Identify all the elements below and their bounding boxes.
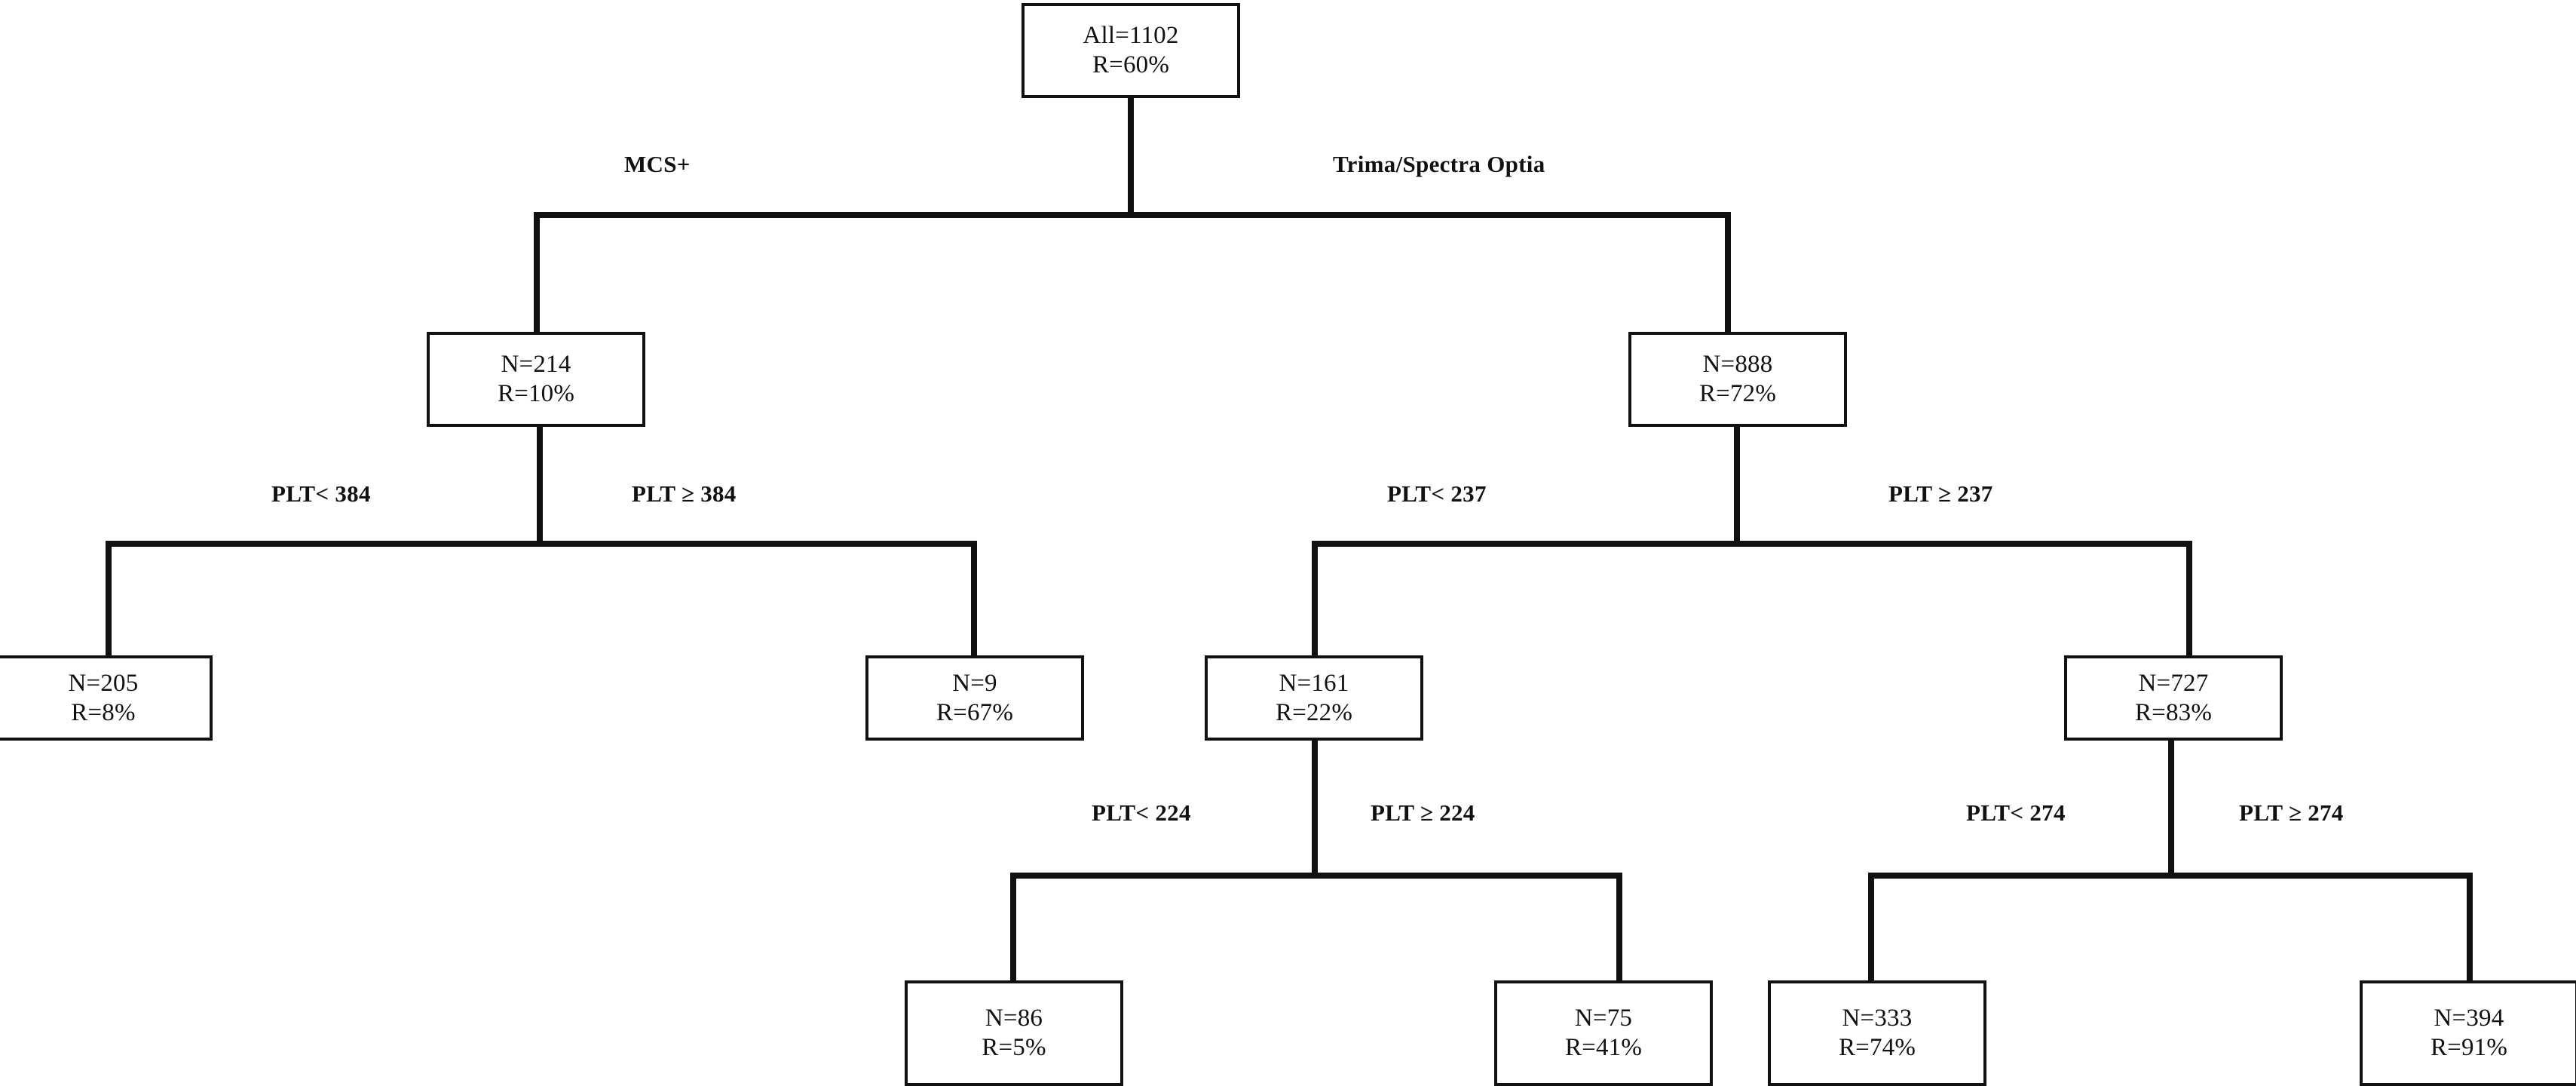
tree-node-n394: N=394 R=91% — [2360, 980, 2576, 1086]
tree-node-n86: N=86 R=5% — [905, 980, 1123, 1086]
connector-level1-bar — [534, 212, 1731, 218]
edge-label-plt274-left: PLT< 274 — [1966, 799, 2066, 826]
node-n205-rate: R=8% — [71, 698, 136, 726]
tree-node-mcs: N=214 R=10% — [427, 332, 645, 427]
connector-root-stem — [1128, 98, 1134, 215]
node-n394-rate: R=91% — [2430, 1034, 2508, 1061]
node-n86-count: N=86 — [985, 1005, 1043, 1032]
node-mcs-rate: R=10% — [497, 380, 575, 407]
edge-label-plt224-right: PLT ≥ 224 — [1371, 799, 1475, 826]
connector-root-to-mcs — [534, 212, 540, 332]
edge-label-plt384-left: PLT< 384 — [271, 480, 371, 507]
connector-mcs-bar — [106, 541, 977, 547]
node-n161-count: N=161 — [1279, 669, 1349, 697]
node-n9-rate: R=67% — [936, 698, 1014, 726]
node-n75-count: N=75 — [1574, 1005, 1633, 1032]
edge-label-plt237-right: PLT ≥ 237 — [1888, 480, 1993, 507]
tree-node-n75: N=75 R=41% — [1494, 980, 1713, 1086]
tree-node-n727: N=727 R=83% — [2064, 655, 2283, 741]
connector-mcs-to-n205 — [106, 541, 112, 655]
node-mcs-count: N=214 — [501, 351, 571, 379]
tree-node-trima: N=888 R=72% — [1628, 332, 1847, 427]
connector-n727-bar — [1868, 873, 2473, 879]
connector-n727-to-n394 — [2467, 873, 2473, 987]
node-n333-count: N=333 — [1842, 1005, 1913, 1032]
node-n727-rate: R=83% — [2134, 698, 2213, 726]
node-n205-count: N=205 — [68, 669, 139, 697]
connector-n161-to-n86 — [1010, 873, 1016, 987]
connector-n727-stem — [2168, 741, 2174, 876]
connector-mcs-stem — [537, 427, 543, 544]
node-n75-rate: R=41% — [1564, 1034, 1643, 1061]
connector-trima-to-n161 — [1312, 541, 1318, 655]
node-root-count: All=1102 — [1083, 22, 1179, 50]
edge-label-plt237-left: PLT< 237 — [1387, 480, 1487, 507]
edge-label-device-right: Trima/Spectra Optia — [1333, 151, 1545, 177]
connector-n727-to-n333 — [1868, 873, 1874, 987]
connector-root-to-trima — [1725, 212, 1731, 332]
tree-node-n161: N=161 R=22% — [1205, 655, 1423, 741]
connector-trima-to-n727 — [2186, 541, 2192, 655]
node-n161-rate: R=22% — [1275, 698, 1353, 726]
connector-trima-stem — [1734, 427, 1740, 544]
tree-node-n333: N=333 R=74% — [1768, 980, 1986, 1086]
tree-node-root: All=1102 R=60% — [1022, 3, 1240, 98]
node-n86-rate: R=5% — [982, 1034, 1046, 1061]
edge-label-plt274-right: PLT ≥ 274 — [2239, 799, 2344, 826]
node-trima-rate: R=72% — [1698, 380, 1777, 407]
edge-label-plt224-left: PLT< 224 — [1092, 799, 1191, 826]
edge-label-device-left: MCS+ — [624, 151, 691, 177]
tree-node-n9: N=9 R=67% — [865, 655, 1084, 741]
node-n727-count: N=727 — [2138, 669, 2209, 697]
connector-n161-to-n75 — [1616, 873, 1622, 987]
node-n394-count: N=394 — [2434, 1005, 2504, 1032]
node-trima-count: N=888 — [1702, 351, 1773, 379]
connector-n161-bar — [1010, 873, 1622, 879]
node-root-rate: R=60% — [1092, 51, 1170, 78]
connector-trima-bar — [1312, 541, 2192, 547]
connector-mcs-to-n9 — [971, 541, 977, 655]
node-n9-count: N=9 — [952, 669, 997, 697]
connector-n161-stem — [1312, 741, 1318, 876]
tree-node-n205: N=205 R=8% — [0, 655, 213, 741]
edge-label-plt384-right: PLT ≥ 384 — [632, 480, 737, 507]
node-n333-rate: R=74% — [1838, 1034, 1916, 1061]
